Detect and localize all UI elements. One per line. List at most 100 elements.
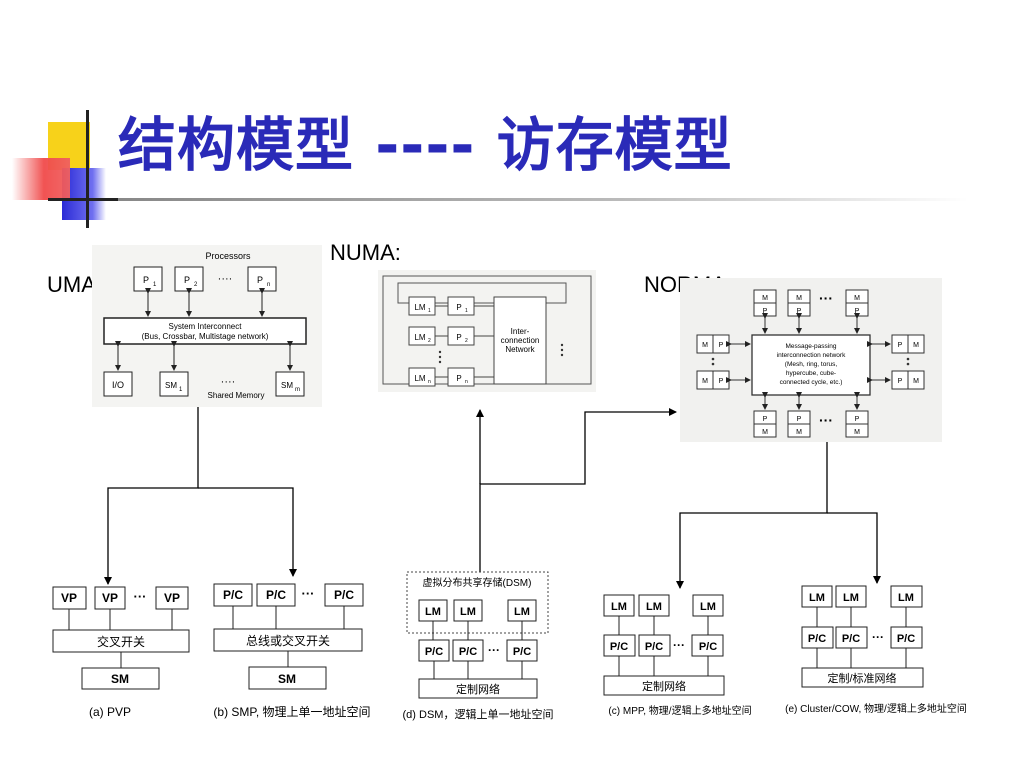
svg-text:1: 1 — [179, 387, 183, 393]
svg-text:SM: SM — [111, 672, 129, 686]
svg-text:P: P — [855, 416, 860, 423]
svg-text:M: M — [913, 378, 919, 385]
svg-text:P/C: P/C — [223, 588, 243, 602]
svg-text:P/C: P/C — [459, 646, 477, 658]
pvp-crossbar-label: 交叉开关 — [97, 634, 145, 649]
svg-text:P: P — [763, 416, 768, 423]
norma-top-nodes: M P M P ··· M P — [753, 289, 869, 317]
svg-text:interconnection network: interconnection network — [777, 352, 846, 359]
uma-p1-box: P 1 — [133, 266, 163, 292]
svg-text:LM: LM — [611, 601, 627, 613]
svg-text:1: 1 — [428, 308, 431, 314]
svg-text:P: P — [797, 416, 802, 423]
numa-lm2-box: LM 2 — [408, 326, 436, 346]
smp-bus-label: 总线或交叉开关 — [246, 633, 330, 648]
red-square — [12, 158, 70, 200]
svg-text:P/C: P/C — [513, 646, 531, 658]
mpp-caption: (c) MPP, 物理/逻辑上多地址空间 — [608, 704, 751, 717]
svg-text:···: ··· — [302, 586, 315, 601]
svg-text:···: ··· — [819, 290, 833, 306]
mpp-model: LM LM LM P/C P/C ··· P/C 定制网络 (c) MPP, 物… — [603, 594, 752, 717]
svg-text:P: P — [456, 303, 461, 312]
svg-text:n: n — [465, 379, 468, 385]
svg-text:P: P — [184, 275, 190, 285]
uma-shared-memory-label: Shared Memory — [208, 391, 265, 400]
svg-text:I/O: I/O — [112, 380, 124, 390]
svg-text:(Mesh, ring, torus,: (Mesh, ring, torus, — [785, 361, 838, 368]
svg-text:P: P — [456, 333, 461, 342]
norma-right-nodes: P M P M — [891, 334, 925, 390]
svg-text:···: ··· — [134, 589, 147, 604]
numa-p2-box: P 2 — [447, 326, 475, 346]
svg-text:M: M — [796, 295, 802, 302]
svg-text:···: ··· — [488, 643, 500, 657]
svg-text:P/C: P/C — [699, 641, 717, 653]
dsm-virtual-label: 虚拟分布共享存储(DSM) — [423, 576, 532, 589]
cow-caption: (e) Cluster/COW, 物理/逻辑上多地址空间 — [785, 702, 967, 715]
svg-text:M: M — [762, 429, 768, 436]
svg-text:M: M — [796, 429, 802, 436]
dsm-caption: (d) DSM，逻辑上单一地址空间 — [403, 707, 554, 721]
svg-text:P/C: P/C — [645, 641, 663, 653]
svg-text:P/C: P/C — [334, 588, 354, 602]
svg-text:VP: VP — [164, 591, 180, 605]
svg-text:SM: SM — [165, 381, 177, 390]
svg-text:P/C: P/C — [425, 646, 443, 658]
smp-caption: (b) SMP, 物理上单一地址空间 — [213, 705, 370, 719]
numa-label: NUMA: — [330, 240, 401, 265]
uma-sm1-box: SM 1 — [159, 371, 189, 397]
svg-text:P/C: P/C — [897, 633, 915, 645]
svg-text:SM: SM — [281, 381, 293, 390]
norma-network-box: Message-passing interconnection network … — [751, 334, 871, 396]
svg-text:LM: LM — [809, 592, 825, 604]
svg-text:···: ··· — [872, 630, 884, 644]
svg-text:connection: connection — [501, 336, 540, 345]
svg-text:1: 1 — [153, 282, 157, 288]
svg-text:P: P — [763, 308, 768, 315]
svg-text:P: P — [719, 342, 724, 349]
svg-text:LM: LM — [646, 601, 662, 613]
svg-text:System Interconnect: System Interconnect — [169, 322, 243, 331]
vertical-bar — [86, 110, 89, 228]
svg-text:LM: LM — [700, 601, 716, 613]
uma-io-box: I/O — [103, 371, 133, 397]
svg-text:LM: LM — [414, 303, 425, 312]
svg-text:Network: Network — [505, 345, 535, 354]
svg-text:P: P — [898, 342, 903, 349]
uma-diagram: Processors P 1 P 2 ···· P n System Inter… — [92, 245, 322, 407]
svg-text:Inter-: Inter- — [511, 327, 530, 336]
svg-text:LM: LM — [898, 592, 914, 604]
svg-text:P: P — [855, 308, 860, 315]
svg-text:VP: VP — [102, 591, 118, 605]
pvp-caption: (a) PVP — [89, 705, 131, 719]
svg-text:connected cycle, etc.): connected cycle, etc.) — [780, 379, 843, 386]
svg-text:P: P — [797, 308, 802, 315]
svg-text:2: 2 — [465, 338, 468, 344]
svg-text:M: M — [854, 429, 860, 436]
svg-text:P: P — [143, 275, 149, 285]
smp-model: P/C P/C ··· P/C 总线或交叉开关 SM (b) SMP, 物理上单… — [213, 583, 371, 719]
svg-text:···: ··· — [673, 638, 685, 652]
numa-p1-box: P 1 — [447, 296, 475, 316]
svg-text:LM: LM — [460, 606, 476, 618]
svg-text:P: P — [257, 275, 263, 285]
svg-text:m: m — [295, 387, 300, 393]
svg-text:LM: LM — [514, 606, 530, 618]
horizontal-bar — [48, 198, 140, 201]
uma-processors-label: Processors — [205, 251, 251, 261]
svg-text:LM: LM — [414, 333, 425, 342]
svg-text:1: 1 — [465, 308, 468, 314]
svg-text:M: M — [702, 342, 708, 349]
svg-text:P: P — [719, 378, 724, 385]
connector-lines — [104, 407, 881, 589]
svg-text:M: M — [702, 378, 708, 385]
pvp-model: VP VP ··· VP 交叉开关 SM (a) PVP — [52, 586, 190, 719]
svg-text:P: P — [456, 374, 461, 383]
svg-text:VP: VP — [61, 591, 77, 605]
uma-p2-box: P 2 — [174, 266, 204, 292]
svg-text:M: M — [762, 295, 768, 302]
svg-text:P/C: P/C — [610, 641, 628, 653]
cow-network-label: 定制/标准网络 — [827, 671, 896, 685]
mpp-network-label: 定制网络 — [642, 679, 686, 693]
